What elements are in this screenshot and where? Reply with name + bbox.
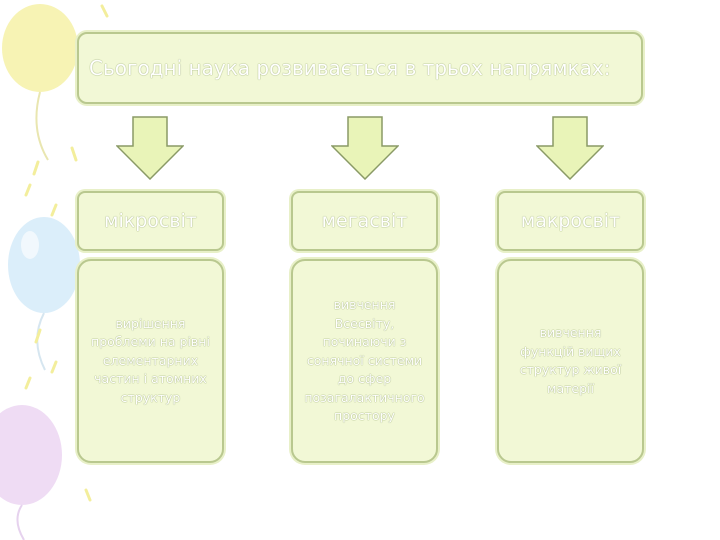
description-megaworld: вивчення Всесвіту, починаючи з сонячної … <box>291 259 438 463</box>
description-text: вивчення функцій вищих структур живої ма… <box>511 324 630 398</box>
heading-megaworld: мегасвіт <box>291 191 438 251</box>
blue-balloon <box>8 217 80 370</box>
down-arrow-icon <box>536 116 604 180</box>
heading-text: макросвіт <box>521 210 620 232</box>
down-arrow-icon <box>331 116 399 180</box>
description-macroworld: вивчення функцій вищих структур живої ма… <box>497 259 644 463</box>
title-text: Сьогодні наука розвивається в трьох напр… <box>89 56 610 80</box>
description-text: вивчення Всесвіту, починаючи з сонячної … <box>304 296 424 426</box>
heading-text: мікросвіт <box>104 210 197 232</box>
heading-microworld: мікросвіт <box>77 191 224 251</box>
title-box: Сьогодні наука розвивається в трьох напр… <box>77 32 643 104</box>
description-microworld: вирішення проблеми на рівні елементарних… <box>77 259 224 463</box>
heading-text: мегасвіт <box>322 210 408 232</box>
down-arrow-icon <box>116 116 184 180</box>
heading-macroworld: макросвіт <box>497 191 644 251</box>
description-text: вирішення проблеми на рівні елементарних… <box>91 315 210 408</box>
purple-balloon <box>0 405 62 540</box>
yellow-balloon <box>2 4 78 160</box>
